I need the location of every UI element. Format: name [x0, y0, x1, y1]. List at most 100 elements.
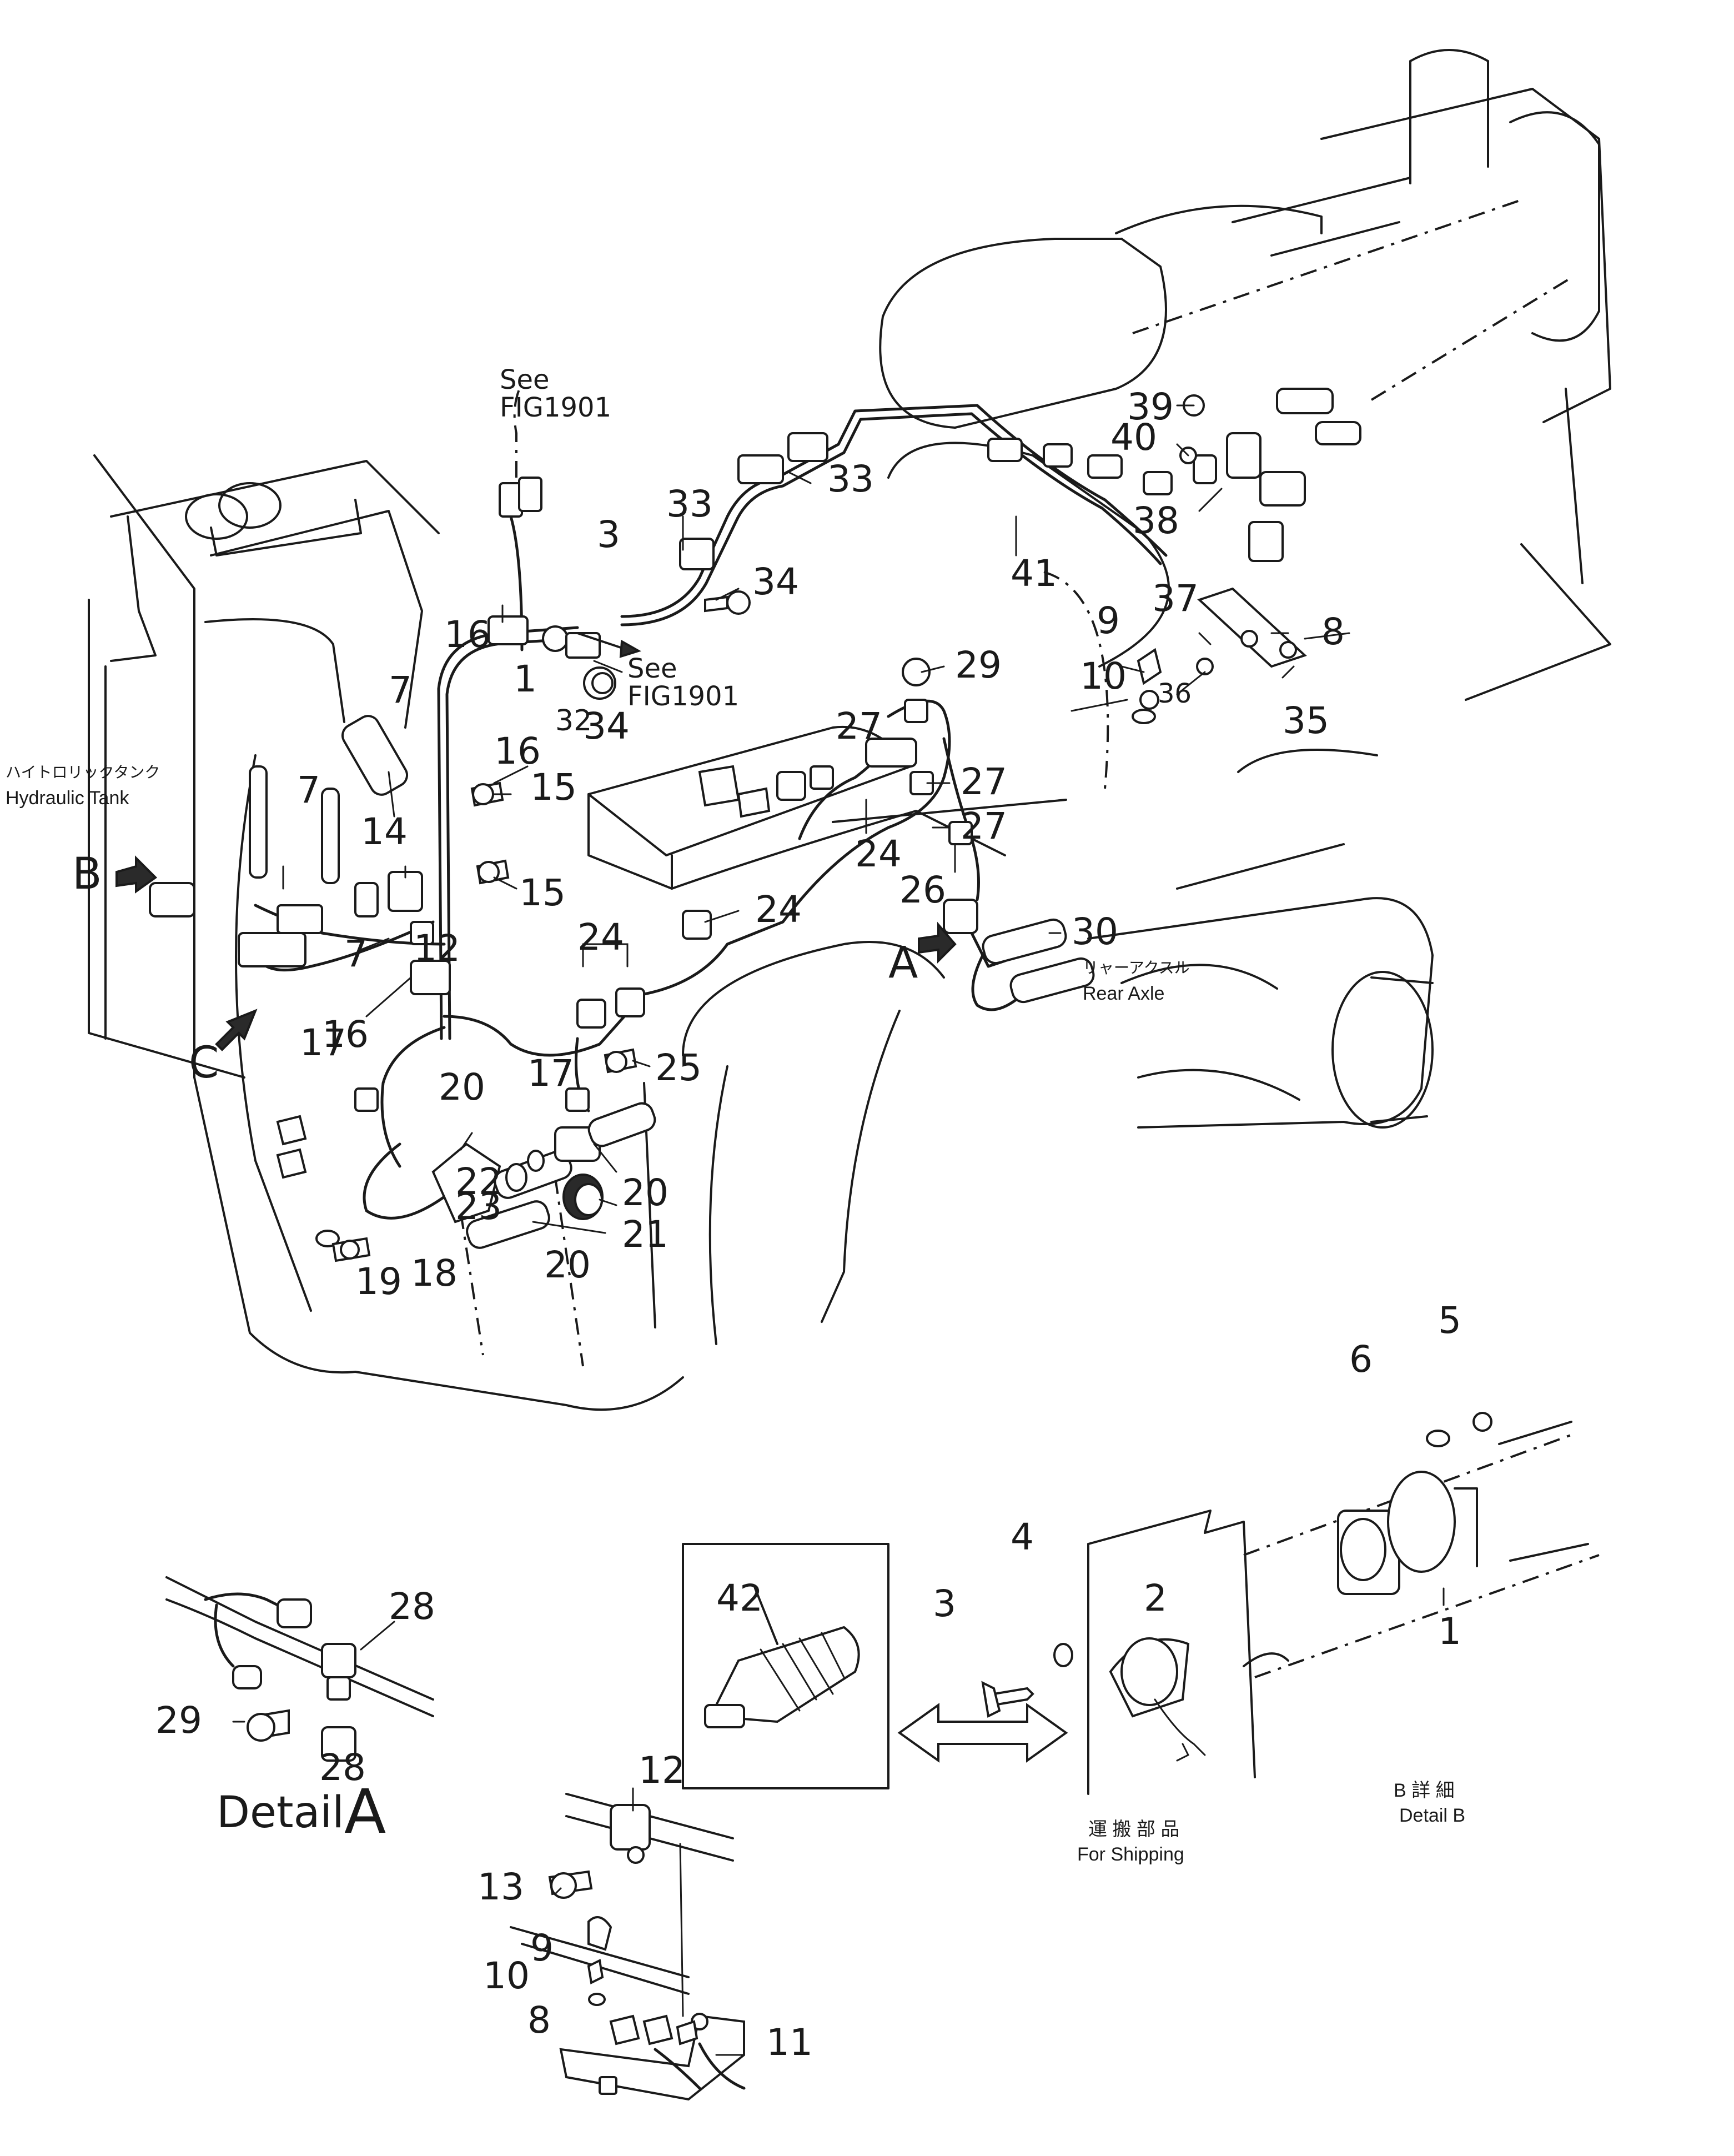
callout-20b: 20	[622, 1171, 669, 1214]
hydraulic-tank-label: Hydraulic Tank	[6, 788, 129, 809]
rear-axle-outline	[1087, 897, 1434, 1129]
detail-c-callout-13: 13	[478, 1866, 524, 1908]
connector-42-box	[682, 1543, 889, 1789]
callout-29: 29	[955, 644, 1002, 686]
callout-33b: 33	[827, 458, 874, 500]
callout-32: 32	[555, 704, 592, 738]
detail-c	[510, 1787, 746, 2101]
arrow-c-icon	[215, 1009, 258, 1051]
callout-37: 37	[1152, 577, 1199, 620]
detail-b-callout-6: 6	[1349, 1338, 1373, 1381]
hydraulic-tank-outline	[88, 460, 440, 1079]
callout-20c: 20	[544, 1244, 591, 1286]
detail-a-letter: A	[344, 1776, 386, 1847]
callout-22: 22	[455, 1160, 502, 1203]
double-arrow-icon	[897, 1703, 1068, 1763]
detail-c-callout-9: 9	[530, 1927, 554, 1969]
detail-c-callout-12: 12	[639, 1749, 685, 1792]
callout-34a: 34	[752, 560, 799, 603]
callout-12: 12	[414, 927, 460, 970]
rear-axle-label: Rear Axle	[1083, 983, 1164, 1004]
view-label-a: A	[888, 938, 918, 988]
callout-23: 23	[455, 1185, 502, 1228]
detail-b-jp-label: B 詳 細	[1394, 1780, 1455, 1801]
detail-b-callout-5: 5	[1438, 1299, 1461, 1342]
callout-27b: 27	[961, 760, 1007, 803]
leader-lines	[282, 404, 1350, 1234]
detail-c-callout-8: 8	[527, 1999, 551, 2042]
detail-a-callout-28b: 28	[319, 1746, 366, 1789]
callout-24c: 24	[577, 916, 624, 959]
for-shipping-jp-label: 運 搬 部 品	[1088, 1819, 1179, 1840]
view-label-c: C	[189, 1038, 219, 1088]
callout-7b: 7	[297, 769, 320, 811]
callout-34b: 34	[583, 705, 630, 748]
callout-7a: 7	[389, 669, 412, 711]
callout-9: 9	[1097, 599, 1120, 642]
detail-a-callout-29: 29	[155, 1699, 202, 1742]
detail-c-callout-11: 11	[766, 2021, 813, 2064]
callout-3: 3	[597, 513, 620, 556]
view-label-b: B	[72, 849, 102, 899]
components	[149, 383, 1361, 1262]
see-fig-arrow-icon	[619, 639, 641, 658]
callout-14: 14	[361, 810, 408, 853]
callout-27c: 27	[961, 805, 1007, 848]
callout-18: 18	[411, 1252, 458, 1295]
detail-a	[165, 1576, 434, 1762]
wire-harness	[254, 404, 1168, 1220]
callout-15b: 15	[519, 871, 566, 914]
callout-40: 40	[1110, 416, 1157, 459]
see-fig-top-line1: See	[500, 364, 550, 395]
callout-26: 26	[899, 869, 946, 911]
callout-10: 10	[1080, 655, 1127, 698]
see-fig-mid-line2: FIG1901	[627, 681, 739, 712]
see-fig-top-line2: FIG1901	[500, 392, 611, 423]
detail-a-callout-28a: 28	[389, 1585, 435, 1628]
callout-27a: 27	[836, 705, 882, 748]
see-fig-mid-line1: See	[627, 653, 677, 684]
arrow-b-icon	[115, 855, 158, 894]
callout-15a: 15	[530, 766, 577, 809]
view-arrows	[115, 632, 957, 1051]
detail-a-title: Detail	[217, 1788, 344, 1838]
rear-axle-jp-label: リャーアクスル	[1083, 959, 1190, 976]
callout-36: 36	[1158, 678, 1192, 709]
detail-b-callout-3: 3	[933, 1582, 956, 1625]
callout-numbers: 1 3 7 7 7 8 9 10 12 14 15 15 16 16 16 17…	[155, 385, 1461, 2064]
callout-16b: 16	[494, 730, 541, 773]
detail-c-callout-10: 10	[483, 1954, 530, 1997]
callout-33a: 33	[666, 483, 713, 525]
detail-b-callout-1: 1	[1438, 1610, 1461, 1653]
callout-20a: 20	[439, 1066, 485, 1109]
callout-41: 41	[1011, 552, 1057, 595]
callout-38: 38	[1133, 499, 1179, 542]
arrow-a-icon	[918, 921, 957, 964]
callout-7c: 7	[344, 932, 368, 975]
callout-1: 1	[514, 658, 537, 700]
callout-19: 19	[355, 1260, 402, 1303]
callout-35: 35	[1283, 699, 1329, 742]
detail-b-callout-2: 2	[1144, 1577, 1167, 1619]
callout-24b: 24	[755, 888, 802, 931]
callout-25: 25	[655, 1046, 702, 1089]
callout-16c: 16	[322, 1013, 369, 1056]
hydraulic-tank-jp-label: ハイトロリックタンク	[6, 764, 160, 781]
frame-outline	[93, 454, 1067, 1411]
connector-callout-42: 42	[716, 1577, 763, 1619]
callout-17a: 17	[300, 1021, 346, 1064]
callout-24a: 24	[855, 833, 902, 875]
callout-16a: 16	[444, 613, 491, 656]
callout-8: 8	[1321, 610, 1345, 653]
detail-b-title: Detail B	[1399, 1805, 1465, 1826]
for-shipping-label: For Shipping	[1077, 1844, 1184, 1865]
detail-b	[981, 1412, 1600, 1795]
callout-30: 30	[1072, 910, 1118, 953]
text-labels: See FIG1901 See FIG1901 ハイトロリックタンク Hydra…	[6, 364, 1465, 1865]
callout-39: 39	[1127, 385, 1174, 428]
callout-17b: 17	[527, 1052, 574, 1095]
detail-b-callout-4: 4	[1011, 1516, 1034, 1558]
callout-21: 21	[622, 1213, 669, 1256]
